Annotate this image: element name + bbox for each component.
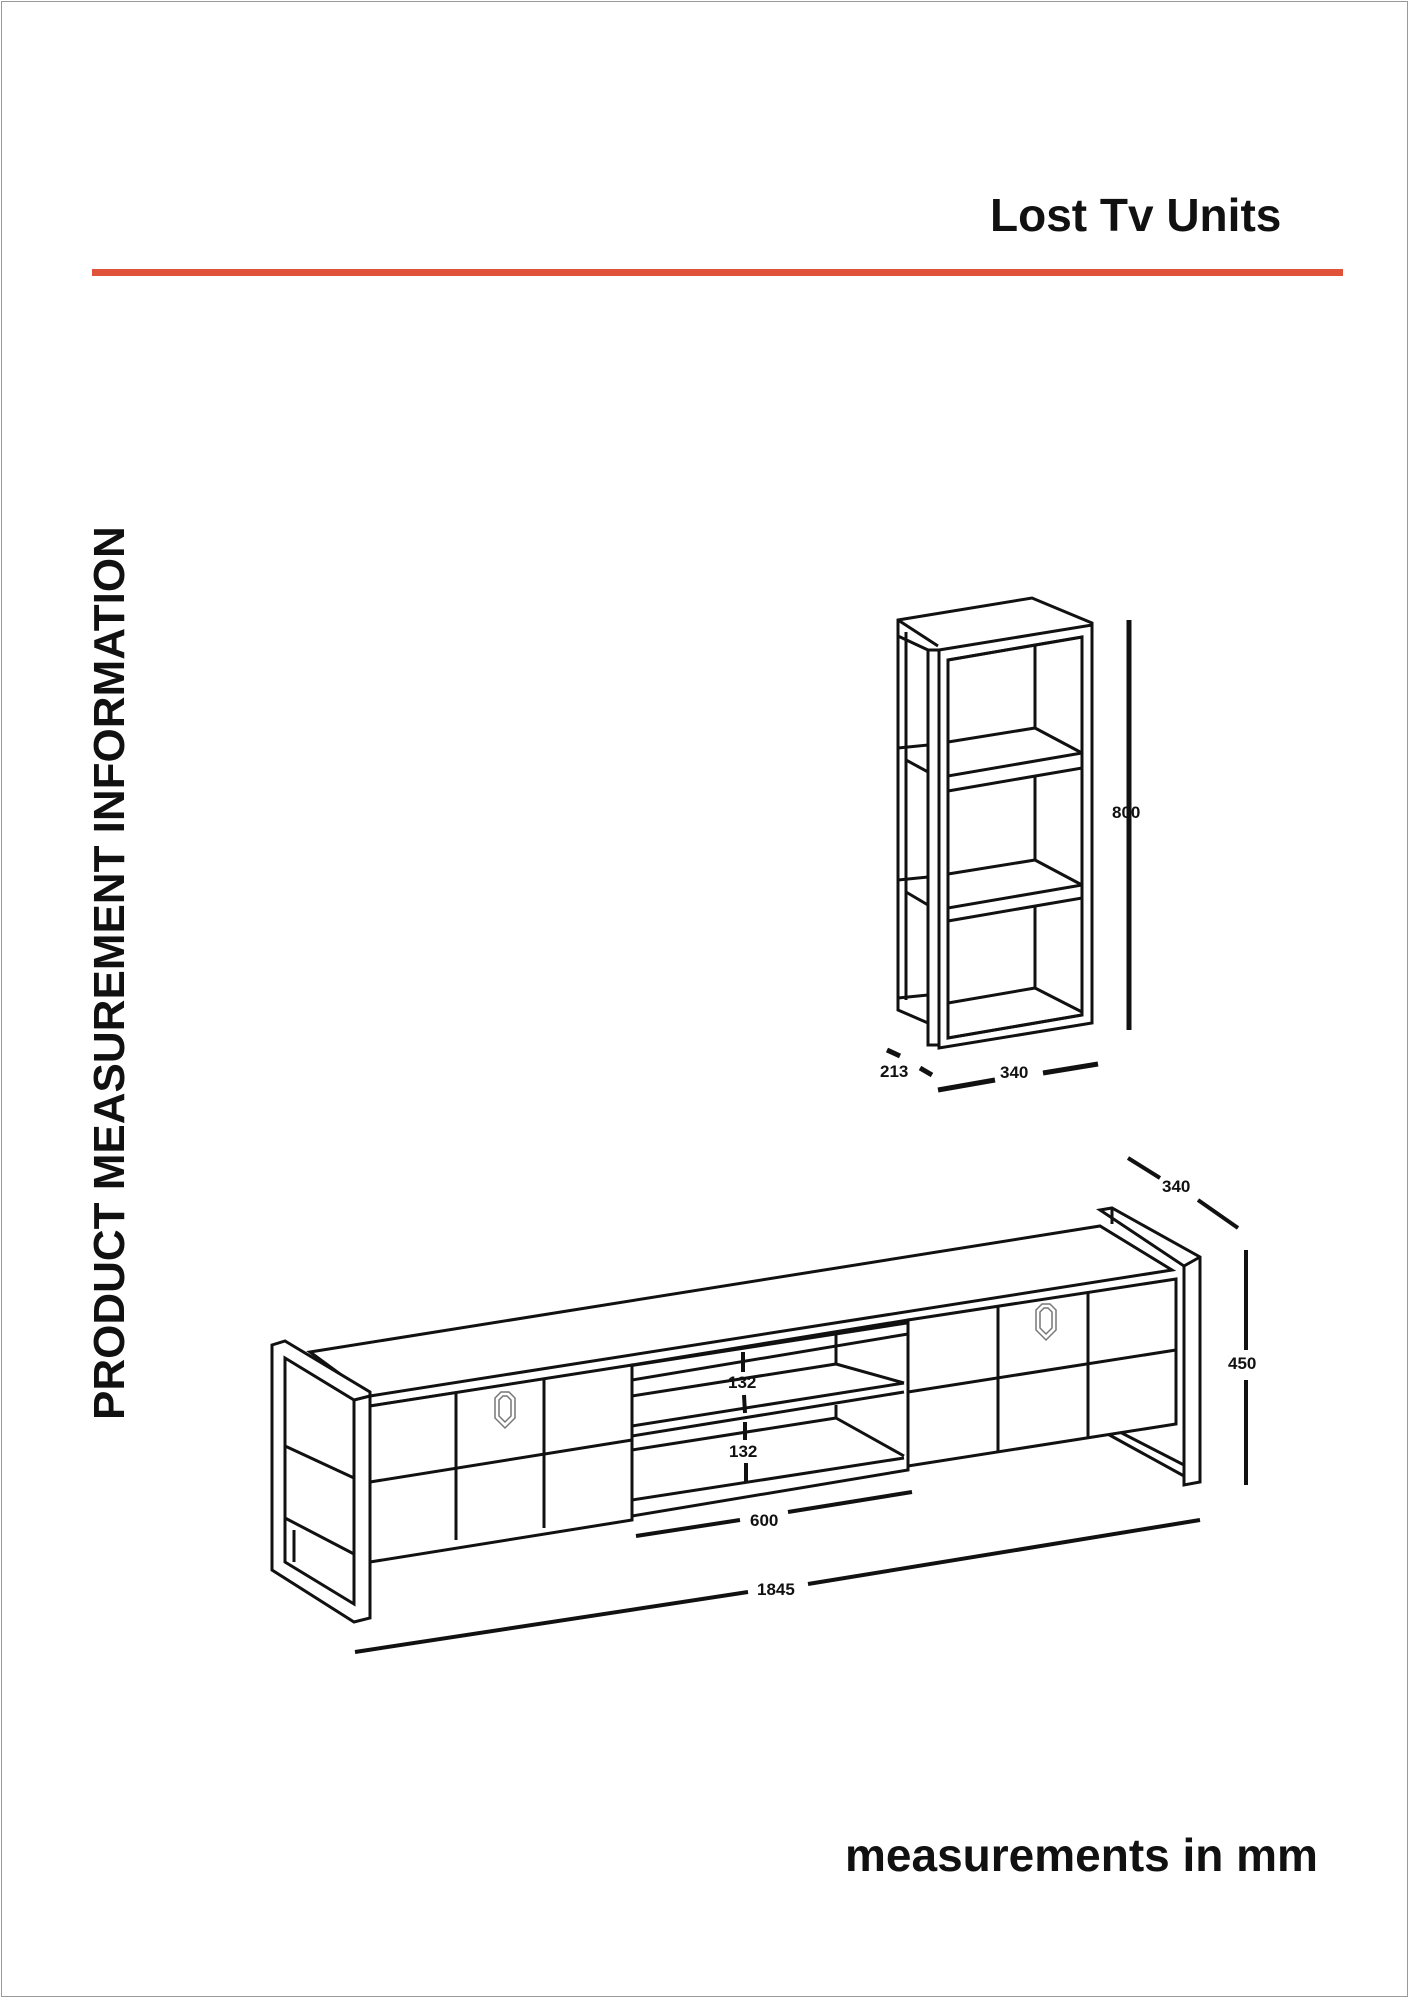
upper-compartment-height-label: 132 bbox=[728, 1373, 756, 1392]
shelf-width-label: 340 bbox=[1000, 1063, 1028, 1082]
tv-dimension-lines bbox=[354, 1156, 1248, 1654]
tv-height-label: 450 bbox=[1228, 1354, 1256, 1373]
total-width-label: 1845 bbox=[757, 1580, 795, 1599]
shelf-unit-drawing bbox=[896, 596, 1094, 1050]
accent-divider bbox=[92, 269, 1343, 276]
tv-unit-drawing bbox=[270, 1206, 1202, 1624]
door-handle-icons bbox=[494, 1303, 1057, 1430]
open-section-width-label: 600 bbox=[750, 1511, 778, 1530]
shelf-dimension-lines bbox=[885, 620, 1132, 1093]
shelf-height-label: 800 bbox=[1112, 803, 1140, 822]
product-title: Lost Tv Units bbox=[990, 189, 1282, 241]
tv-depth-label: 340 bbox=[1162, 1177, 1190, 1196]
lower-compartment-height-label: 132 bbox=[729, 1442, 757, 1461]
shelf-depth-label: 213 bbox=[880, 1062, 908, 1081]
units-caption: measurements in mm bbox=[845, 1829, 1318, 1881]
